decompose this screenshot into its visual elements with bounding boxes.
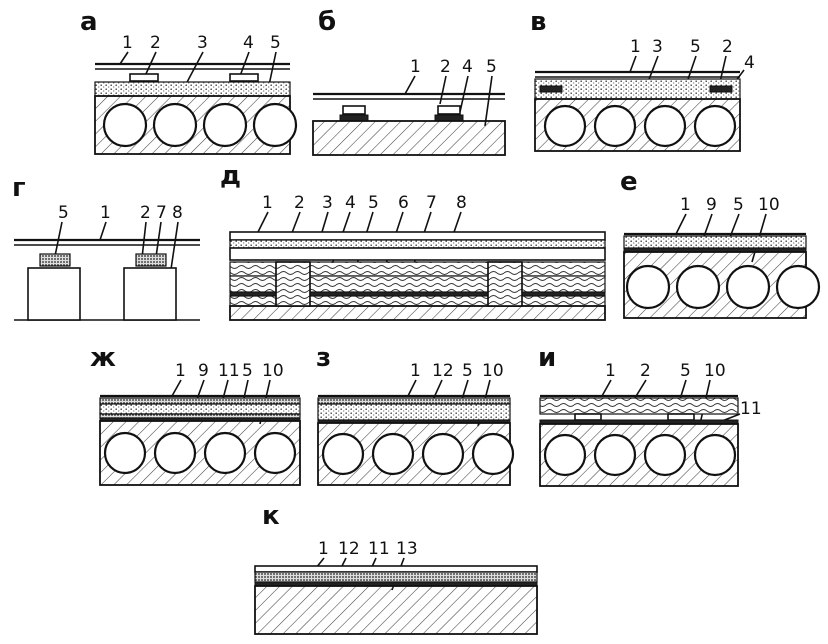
callout-label: 2: [722, 37, 733, 57]
callout-label: 12: [338, 539, 360, 559]
callout-label: 7: [426, 193, 437, 213]
callout-label: 1: [318, 539, 329, 559]
callout-label: 1: [410, 57, 421, 77]
callout-label: 1: [122, 33, 133, 53]
callout-label: 10: [482, 361, 504, 381]
panel-letter: е: [620, 167, 638, 197]
callout-label: 5: [680, 361, 691, 381]
callout-label: 3: [652, 37, 663, 57]
panel-letter: к: [262, 501, 280, 531]
callout-label: 11: [740, 399, 762, 419]
panel-letter: д: [220, 161, 241, 191]
callout-label: 5: [58, 203, 69, 223]
callout-label: 4: [744, 53, 755, 73]
callout-label: 8: [456, 193, 467, 213]
callout-label: 10: [262, 361, 284, 381]
panel-a: а 1 2 3 4 5: [80, 7, 298, 155]
callout-label: 5: [486, 57, 497, 77]
callout-label: 1: [680, 195, 691, 215]
callout-label: 1: [262, 193, 273, 213]
panel-k: к 1 12 11 13: [254, 501, 538, 635]
panel-letter: б: [318, 7, 336, 37]
panel-zh: ж 1 9 11 5 10: [90, 343, 301, 486]
panel-letter: ж: [90, 343, 116, 373]
callout-label: 4: [462, 57, 473, 77]
callout-label: 9: [706, 195, 717, 215]
callout-label: 1: [410, 361, 421, 381]
panel-letter: и: [538, 343, 556, 373]
callout-label: 3: [322, 193, 333, 213]
callout-label: 5: [270, 33, 281, 53]
callout-label: 10: [704, 361, 726, 381]
callout-label: 2: [294, 193, 305, 213]
callout-label: 4: [243, 33, 254, 53]
callout-label: 2: [640, 361, 651, 381]
panel-b: б 1 2 4 5: [312, 7, 506, 156]
callout-label: 9: [198, 361, 209, 381]
callout-label: 6: [398, 193, 409, 213]
panel-v: в 1 3 5 2 4: [530, 7, 755, 152]
callout-label: 13: [396, 539, 418, 559]
callout-label: 7: [156, 203, 167, 223]
callout-label: 5: [242, 361, 253, 381]
callout-label: 8: [172, 203, 183, 223]
panel-letter: з: [316, 343, 331, 373]
panel-i: и 1 2 5 10 11: [538, 343, 762, 487]
callout-label: 5: [690, 37, 701, 57]
callout-label: 2: [140, 203, 151, 223]
panel-letter: г: [12, 173, 26, 203]
panel-g: г 5 1 2 7 8: [12, 173, 200, 321]
callout-label: 1: [100, 203, 111, 223]
callout-label: 4: [345, 193, 356, 213]
callout-label: 11: [368, 539, 390, 559]
panel-letter: а: [80, 7, 98, 37]
panel-z: з 1 12 5 10: [316, 343, 515, 486]
callout-label: 5: [368, 193, 379, 213]
callout-label: 11: [218, 361, 240, 381]
callout-label: 1: [605, 361, 616, 381]
callout-label: 5: [733, 195, 744, 215]
panel-d: д 1 2 3 4 5 6 7 8: [220, 161, 606, 321]
panel-letter: в: [530, 7, 546, 37]
panel-e: е 1 9 5 10: [620, 167, 821, 319]
callout-label: 1: [175, 361, 186, 381]
callout-label: 3: [197, 33, 208, 53]
callout-label: 10: [758, 195, 780, 215]
callout-label: 2: [150, 33, 161, 53]
callout-label: 5: [462, 361, 473, 381]
callout-label: 12: [432, 361, 454, 381]
callout-label: 2: [440, 57, 451, 77]
callout-label: 1: [630, 37, 641, 57]
